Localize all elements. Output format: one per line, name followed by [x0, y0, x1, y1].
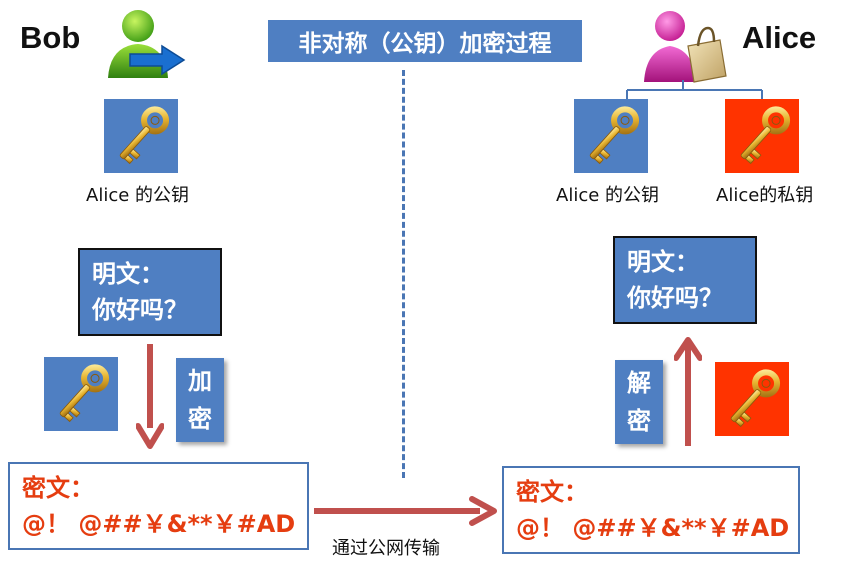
center-divider	[402, 70, 405, 478]
bob-alice-public-key-icon	[104, 99, 178, 173]
user-shopping-icon	[640, 6, 730, 84]
network-transfer-arrow	[314, 496, 497, 526]
encrypt-arrow	[136, 344, 164, 449]
ciphertext-content: @！ @##￥&**￥#AD	[516, 514, 790, 542]
ciphertext-content: @！ @##￥&**￥#AD	[22, 510, 296, 538]
decrypt-arrow	[674, 337, 702, 446]
plaintext-label: 明文：	[627, 248, 699, 276]
alice-name: Alice	[742, 20, 817, 55]
bob-encrypt-key-icon	[44, 357, 118, 431]
decrypt-step-label: 解 密	[615, 360, 663, 444]
encrypt-step-label: 加 密	[176, 358, 224, 442]
plaintext-label: 明文：	[92, 260, 164, 288]
bob-plaintext-box: 明文： 你好吗？	[78, 248, 222, 336]
page-title: 非对称（公钥）加密过程	[268, 20, 582, 62]
bob-name: Bob	[20, 20, 81, 55]
network-label: 通过公网传输	[332, 538, 440, 559]
alice-decrypt-key-icon	[715, 362, 789, 436]
ciphertext-label: 密文：	[22, 474, 94, 502]
alice-private-key-icon	[725, 99, 799, 173]
alice-public-key-caption: Alice 的公钥	[556, 185, 660, 206]
alice-ciphertext-box: 密文： @！ @##￥&**￥#AD	[502, 466, 800, 554]
plaintext-content: 你好吗？	[627, 284, 723, 312]
bob-ciphertext-box: 密文： @！ @##￥&**￥#AD	[8, 462, 309, 550]
user-sending-icon	[100, 6, 188, 80]
bob-public-key-caption: Alice 的公钥	[86, 185, 190, 206]
alice-public-key-icon	[574, 99, 648, 173]
ciphertext-label: 密文：	[516, 478, 588, 506]
alice-plaintext-box: 明文： 你好吗？	[613, 236, 757, 324]
alice-private-key-caption: Alice的私钥	[716, 185, 814, 206]
plaintext-content: 你好吗？	[92, 296, 188, 324]
